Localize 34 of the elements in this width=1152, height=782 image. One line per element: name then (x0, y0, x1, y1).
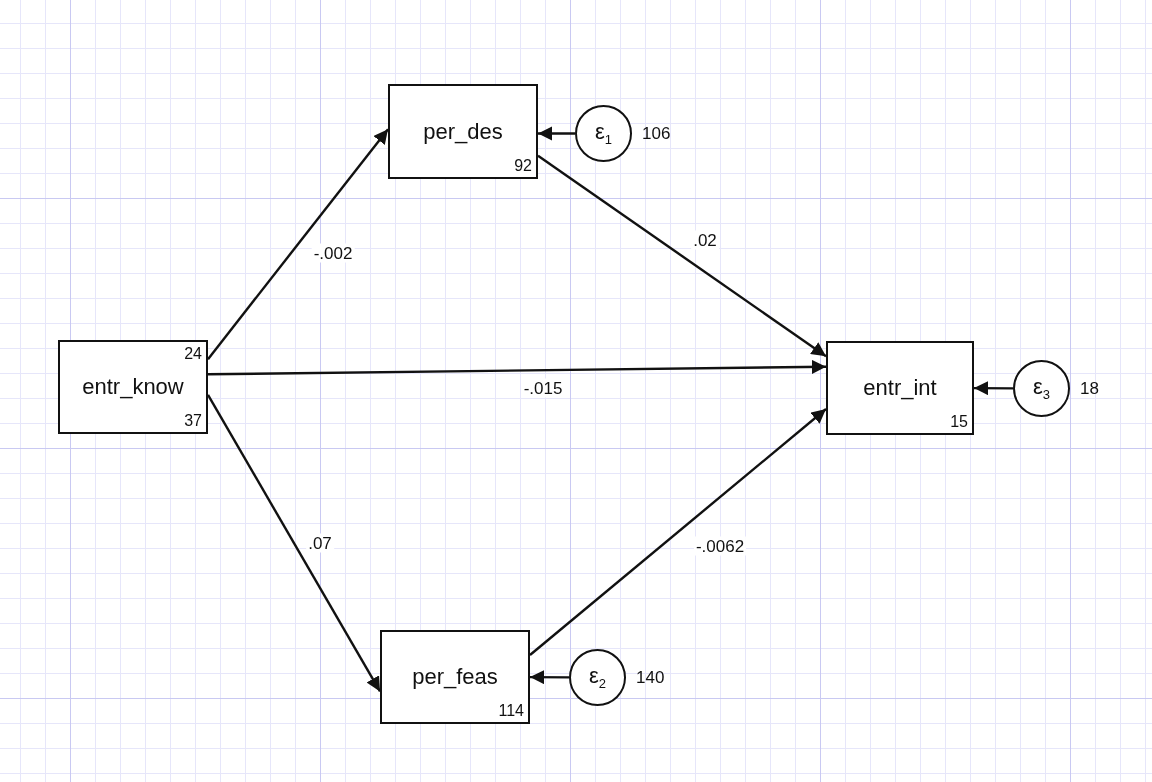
error-term-label: ε$_{1}$ (594, 120, 612, 147)
variable-name: entr_int (863, 375, 937, 401)
edge-label: -.002 (311, 243, 355, 263)
intercept-value: 24 (184, 346, 202, 362)
edge-label: -.0062 (693, 536, 747, 556)
variance-value: 37 (184, 413, 202, 429)
variable-name: entr_know (82, 374, 184, 400)
variance-value: 140 (636, 668, 665, 686)
arrow (538, 126, 575, 141)
arrow (529, 408, 827, 656)
edge-label: .02 (691, 230, 719, 250)
variance-value: 18 (1080, 379, 1099, 397)
error-term-circle (569, 649, 626, 706)
variable-name: per_des (423, 118, 503, 145)
arrow (208, 359, 826, 376)
error-term-label: ε$_{2}$ (588, 664, 606, 691)
variable-box (380, 630, 530, 724)
variable-box (58, 340, 208, 434)
variance-value: 15 (950, 414, 968, 430)
variance-value: 114 (498, 703, 524, 719)
error-term-circle (1013, 360, 1070, 417)
variable-box (826, 341, 974, 435)
variance-value: 106 (642, 124, 671, 142)
variable-box (388, 84, 538, 179)
edge-label: -.015 (521, 378, 565, 398)
variable-name: per_feas (412, 664, 498, 690)
arrow (537, 154, 827, 358)
edge-label: .07 (306, 533, 334, 553)
arrow (207, 128, 389, 360)
arrow (530, 670, 569, 685)
error-term-label: ε$_{3}$ (1032, 375, 1050, 402)
variance-value: 92 (514, 158, 532, 174)
arrow (974, 380, 1013, 396)
error-term-circle (575, 105, 632, 162)
